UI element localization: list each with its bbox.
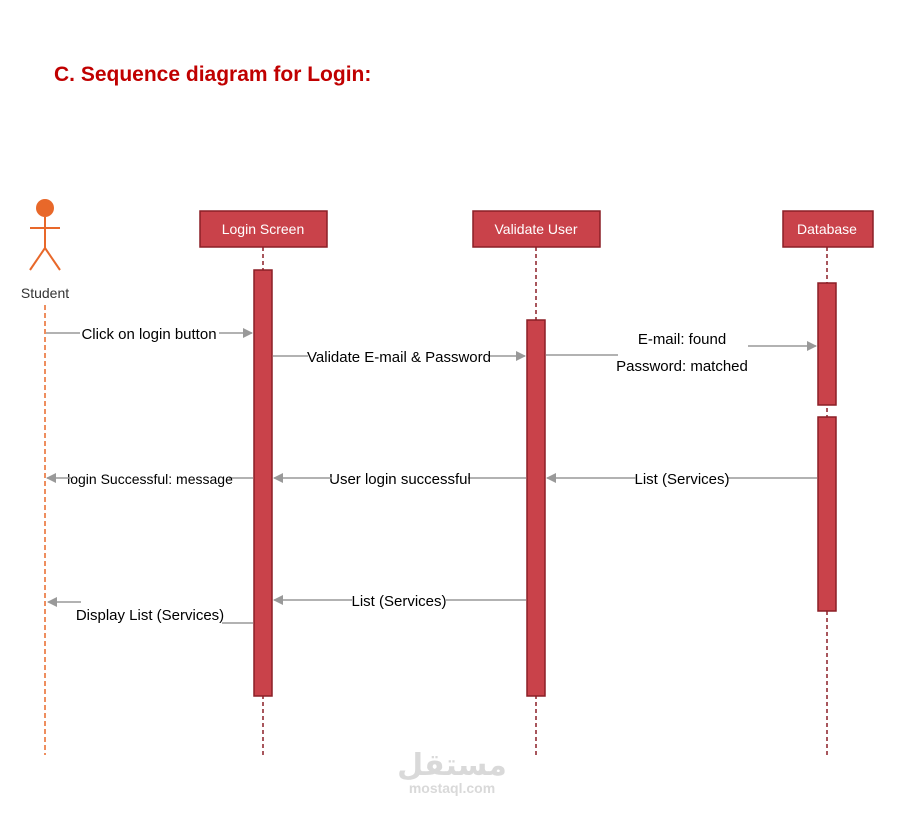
message-label: List (Services) [351,593,446,610]
message-list-services: List (Services) [273,593,526,610]
message-label: List (Services) [634,471,729,488]
message-label-email: E-mail: found [638,331,726,348]
message-label: Click on login button [81,326,216,343]
database-label: Database [797,221,857,237]
message-label: login Successful: message [67,471,233,487]
actor-label: Student [21,285,69,301]
message-label: User login successful [329,471,471,488]
message-db-check: E-mail: found Password: matched [546,331,817,375]
activation-database-1 [817,282,837,406]
message-label: Display List (Services) [76,607,224,624]
student-actor: Student [21,199,69,301]
activation-login-screen [253,269,273,697]
actor-head-icon [36,199,54,217]
login-screen-label: Login Screen [222,221,305,237]
validate-user-label: Validate User [494,221,577,237]
message-label-password: Password: matched [616,358,748,375]
login-screen-header [199,210,328,248]
validate-user-header [472,210,601,248]
message-label: Validate E-mail & Password [307,349,491,366]
message-login-successful-message: login Successful: message [46,471,253,487]
activation-validate-user [526,319,546,697]
database-header [782,210,874,248]
message-validate-credentials: Validate E-mail & Password [273,349,526,366]
page-title: C. Sequence diagram for Login: [54,63,372,86]
message-db-list-services: List (Services) [546,471,817,488]
message-click-login: Click on login button [46,326,253,343]
message-user-login-successful: User login successful [273,471,526,488]
watermark-arabic: مستقل [397,748,507,783]
watermark-latin: mostaql.com [409,780,495,796]
watermark-logo: مستقل mostaql.com [397,748,507,796]
activation-database-2 [817,416,837,612]
message-display-list-services: Display List (Services) [47,597,253,624]
